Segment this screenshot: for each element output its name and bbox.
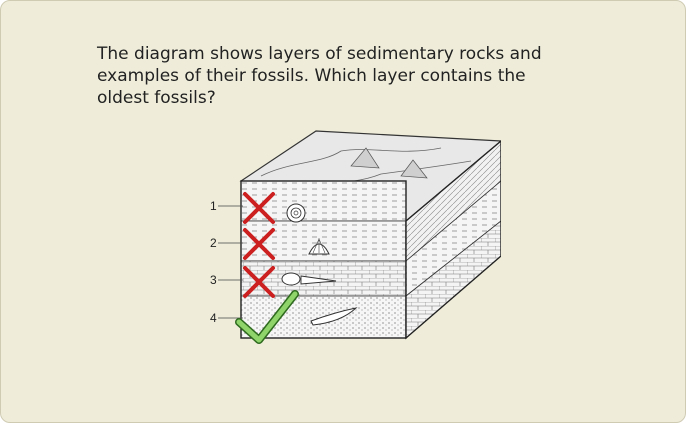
layer-label-2: 2 bbox=[210, 236, 217, 250]
layer-band-2 bbox=[240, 220, 407, 262]
cross-mark-icon-layer-3 bbox=[243, 266, 275, 298]
layer-label-3: 3 bbox=[210, 273, 217, 287]
clam-shell-fossil-icon bbox=[308, 238, 330, 255]
question-text: The diagram shows layers of sedimentary … bbox=[97, 44, 542, 108]
cross-mark-icon-layer-1 bbox=[243, 192, 275, 224]
cross-mark-icon-layer-2 bbox=[243, 228, 275, 260]
trilobite-fossil-icon bbox=[281, 272, 337, 286]
layer-label-4: 4 bbox=[210, 311, 217, 325]
layer-labels: 1 2 3 4 bbox=[210, 199, 243, 325]
layer-label-1: 1 bbox=[210, 199, 217, 213]
horn-coral-fossil-icon bbox=[310, 307, 358, 326]
check-mark-icon-layer-4 bbox=[235, 290, 299, 344]
ammonite-fossil-icon bbox=[286, 203, 306, 223]
sedimentary-layers-diagram: 1 2 3 4 bbox=[210, 130, 501, 344]
